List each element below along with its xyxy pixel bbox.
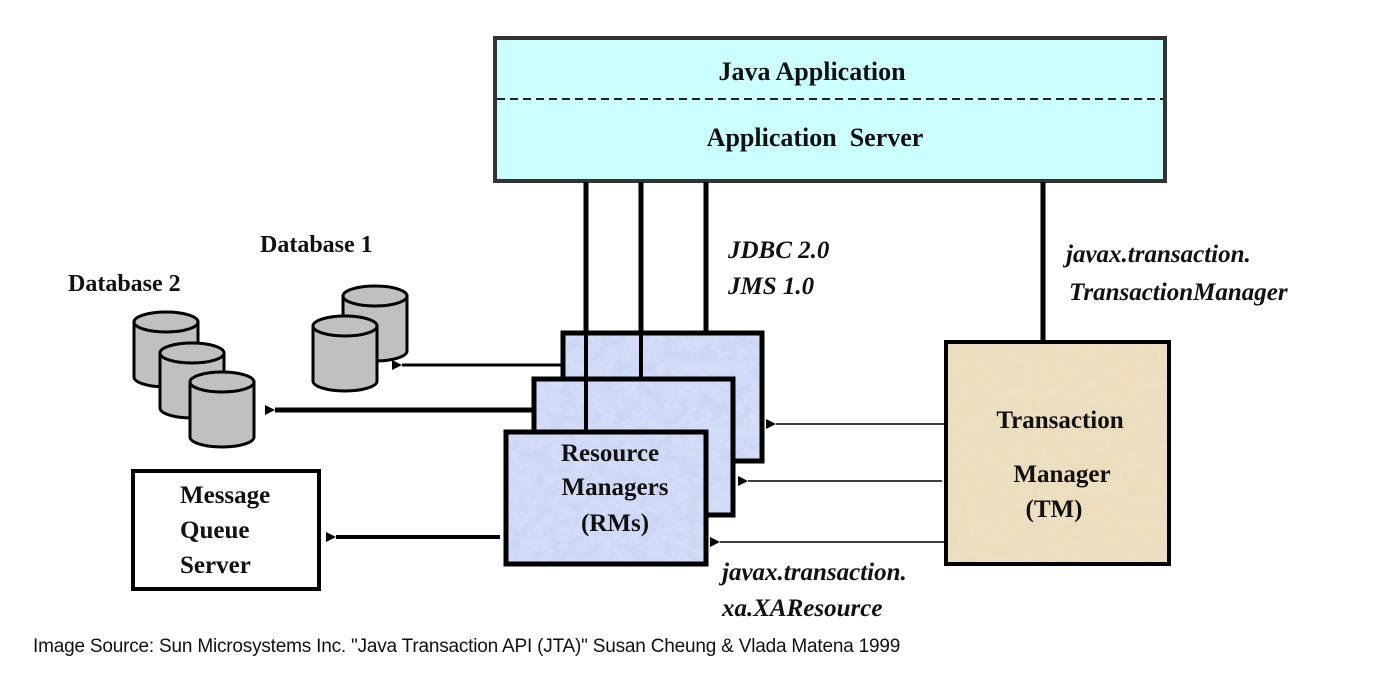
message-queue-server-box: Message Queue Server <box>131 469 321 591</box>
tm-to-rm-arrows <box>710 419 944 547</box>
mq-label-line2: Queue <box>180 517 249 544</box>
rm-label-line1: Resource <box>561 440 659 467</box>
database-1-label: Database 1 <box>260 232 373 258</box>
tm-api-label-line2: TransactionManager <box>1069 279 1288 306</box>
rm-label-line2: Managers <box>562 474 669 501</box>
mq-label-line3: Server <box>180 552 251 579</box>
tm-label-line2: Manager <box>1013 461 1110 488</box>
db1-cylinder-front-icon <box>311 314 379 393</box>
database-2-label: Database 2 <box>68 271 181 297</box>
tm-label-line1: Transaction <box>996 407 1123 434</box>
db2-cylinder-3-icon <box>188 370 256 449</box>
jms-label: JMS 1.0 <box>727 273 815 300</box>
application-server-label: Application Server <box>707 123 924 152</box>
application-server-box: Java Application Application Server <box>493 36 1167 183</box>
java-application-label: Java Application <box>718 57 906 86</box>
xa-api-label-line1: javax.transaction. <box>718 559 907 586</box>
api-labels: JDBC 2.0 JMS 1.0 javax.transaction. Tran… <box>718 237 1288 622</box>
tm-api-label-line1: javax.transaction. <box>1062 241 1251 268</box>
mq-label-line1: Message <box>180 482 270 509</box>
resource-manager-stack: Resource Managers (RMs) <box>503 330 765 567</box>
rm-label-line3: (RMs) <box>581 510 649 537</box>
app-server-rect <box>493 36 1167 183</box>
jdbc-label: JDBC 2.0 <box>727 237 830 264</box>
rm-outbound-arrows <box>265 360 562 542</box>
xa-api-label-line2: xa.XAResource <box>721 595 882 622</box>
tm-label-line3: (TM) <box>1026 496 1083 523</box>
transaction-manager-box: Transaction Manager (TM) <box>944 340 1171 566</box>
rm-box-front: Resource Managers (RMs) <box>503 429 709 567</box>
database-cylinders <box>132 284 409 449</box>
image-source-caption: Image Source: Sun Microsystems Inc. "Jav… <box>33 636 901 657</box>
